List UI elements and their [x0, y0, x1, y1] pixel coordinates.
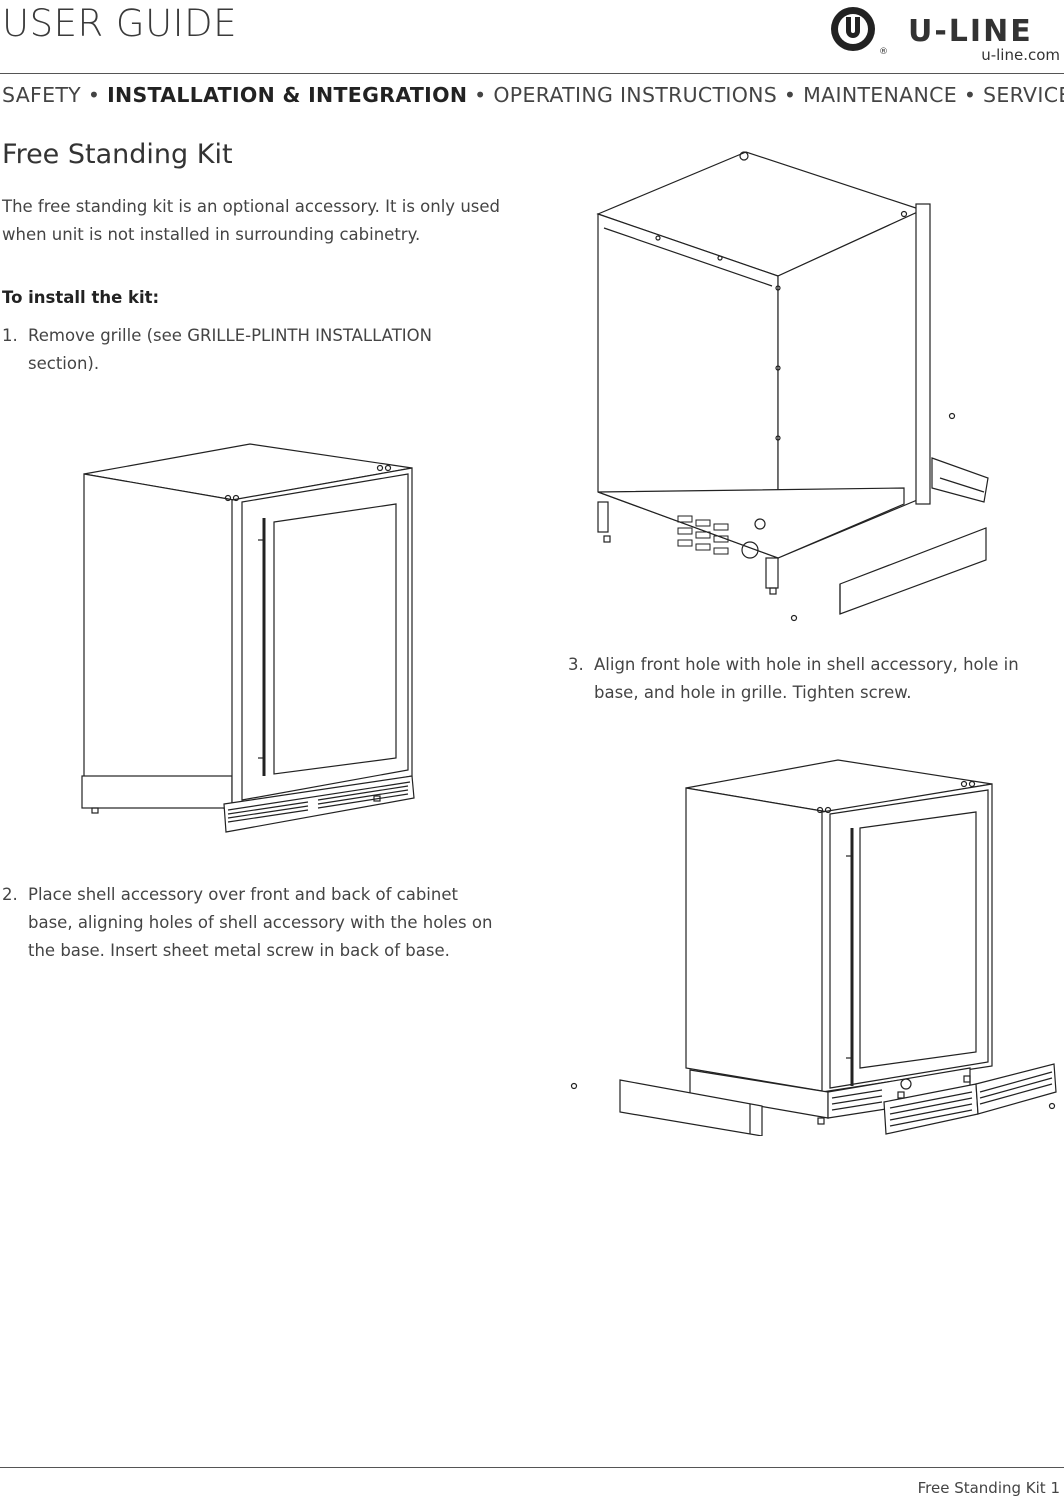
- step-2: 2. Place shell accessory over front and …: [2, 881, 502, 965]
- step-text: Align front hole with hole in shell acce…: [594, 655, 1019, 702]
- figure-unit-front: [81, 443, 415, 833]
- nav-item-service: SERVICE: [983, 83, 1064, 107]
- intro-paragraph: The free standing kit is an optional acc…: [2, 197, 500, 244]
- section-nav: SAFETY • INSTALLATION & INTEGRATION • OP…: [2, 83, 1064, 107]
- kit-heading: To install the kit:: [2, 288, 160, 307]
- section-title: Free Standing Kit: [2, 139, 233, 170]
- u-line-logo: ® U-LINE: [831, 7, 1033, 57]
- figure-rear-shell: [596, 151, 989, 622]
- step-number: 2.: [2, 885, 18, 904]
- registered-mark: ®: [879, 47, 888, 57]
- logo-url: u-line.com: [981, 46, 1060, 64]
- step-3: 3. Align front hole with hole in shell a…: [568, 651, 1048, 707]
- logo-wordmark: U-LINE: [908, 14, 1033, 49]
- step-text: Remove grille (see GRILLE-PLINTH INSTALL…: [28, 326, 432, 373]
- nav-item-safety: SAFETY: [2, 83, 82, 107]
- nav-item-installation: INSTALLATION & INTEGRATION: [107, 83, 468, 107]
- nav-separator: •: [963, 83, 977, 107]
- step-text: Place shell accessory over front and bac…: [28, 885, 493, 960]
- step-1: 1. Remove grille (see GRILLE-PLINTH INST…: [2, 322, 502, 378]
- nav-separator: •: [87, 83, 101, 107]
- step-number: 3.: [568, 655, 584, 674]
- header-rule: [0, 73, 1064, 74]
- doc-title: USER GUIDE: [2, 2, 237, 45]
- nav-separator: •: [474, 83, 487, 107]
- nav-item-operating: OPERATING INSTRUCTIONS: [493, 83, 778, 107]
- page-footer: Free Standing Kit 1: [917, 1479, 1060, 1497]
- step-number: 1.: [2, 326, 18, 345]
- figure-front-assembly: [570, 759, 1057, 1136]
- nav-item-maintenance: MAINTENANCE: [803, 83, 957, 107]
- nav-separator: •: [783, 83, 797, 107]
- footer-rule: [0, 1467, 1064, 1468]
